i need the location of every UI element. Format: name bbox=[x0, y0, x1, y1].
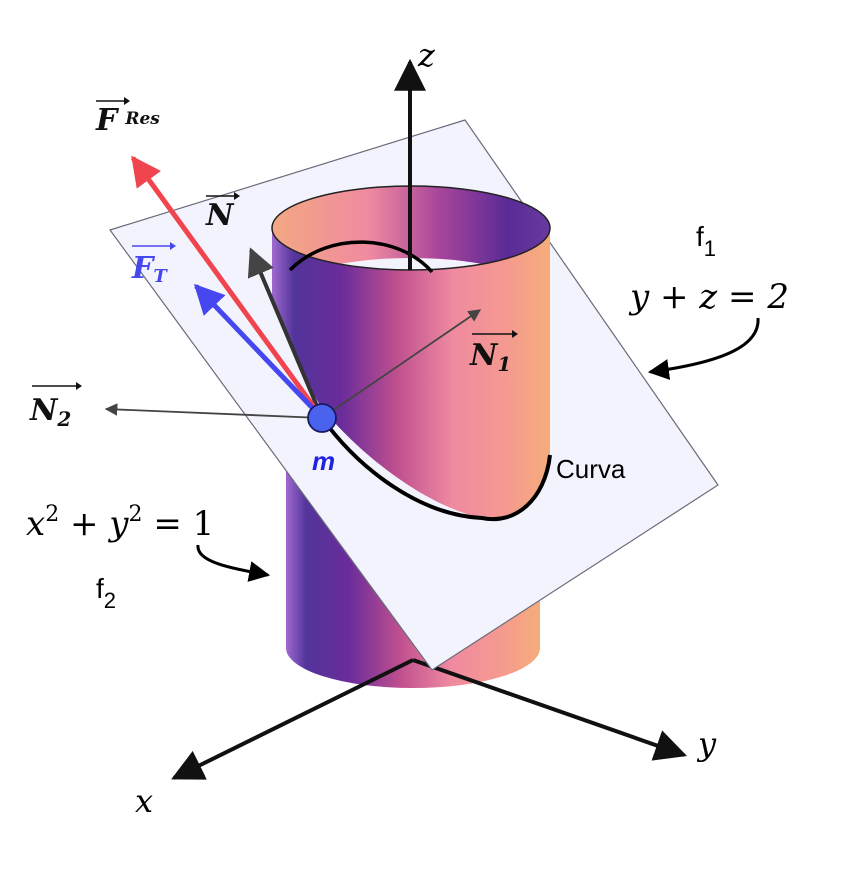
tangential-force-symbol: F bbox=[131, 251, 156, 286]
f2-symbol: f bbox=[96, 573, 104, 604]
y-axis-label: y bbox=[696, 725, 717, 763]
f2-label: f2 bbox=[96, 573, 116, 613]
cyl-eq-plus: + bbox=[59, 504, 109, 544]
tangential-force-vector bbox=[193, 283, 324, 420]
curve-label: Curva bbox=[556, 454, 626, 484]
cyl-eq-x-exp: 2 bbox=[45, 502, 59, 527]
f1-label: f1 bbox=[696, 221, 716, 261]
cylinder-equation: x2 + y2 = 1 bbox=[26, 502, 214, 544]
intersection-curve bbox=[320, 416, 552, 522]
cylinder-pointer-arrow bbox=[196, 544, 271, 582]
n1-subscript: 1 bbox=[497, 352, 511, 376]
n2-subscript: 2 bbox=[56, 407, 71, 431]
n2-symbol: N bbox=[29, 393, 59, 428]
n1-vector-label: N1 bbox=[469, 338, 511, 376]
n2-vector bbox=[104, 403, 323, 419]
resultant-force-subscript: Res bbox=[124, 109, 160, 129]
cyl-eq-y: y bbox=[107, 504, 129, 544]
resultant-force-vector bbox=[130, 155, 325, 420]
n1-symbol: N bbox=[469, 338, 499, 373]
plane-pointer-arrow bbox=[647, 317, 760, 380]
cyl-eq-y-exp: 2 bbox=[129, 502, 143, 527]
x-axis-label: x bbox=[135, 782, 153, 820]
cylinder-upper bbox=[272, 228, 550, 520]
n1-vector bbox=[321, 309, 482, 419]
ft-overbar bbox=[132, 242, 176, 250]
n2-vector-label: N2 bbox=[29, 393, 71, 431]
cyl-eq-rhs: = 1 bbox=[143, 504, 215, 544]
y-axis-line bbox=[412, 658, 688, 761]
tangential-force-subscript: T bbox=[153, 266, 168, 287]
vector-overbars bbox=[32, 97, 518, 390]
plane-equation: y + z = 2 bbox=[628, 277, 789, 317]
normal-vector-label: N bbox=[205, 198, 235, 233]
x-axis-line bbox=[171, 658, 414, 780]
resultant-force-symbol: F bbox=[95, 103, 120, 138]
tangential-force-label: FT bbox=[131, 251, 168, 287]
f1-subscript: 1 bbox=[704, 236, 716, 261]
f1-symbol: f bbox=[696, 221, 704, 252]
mass-point bbox=[307, 403, 337, 433]
curve-back-segment bbox=[288, 240, 434, 274]
normal-vector bbox=[247, 247, 324, 419]
mass-label: m bbox=[312, 446, 335, 476]
z-axis-label: z bbox=[417, 36, 436, 74]
cyl-eq-x: x bbox=[26, 504, 45, 544]
f2-subscript: 2 bbox=[104, 588, 116, 613]
